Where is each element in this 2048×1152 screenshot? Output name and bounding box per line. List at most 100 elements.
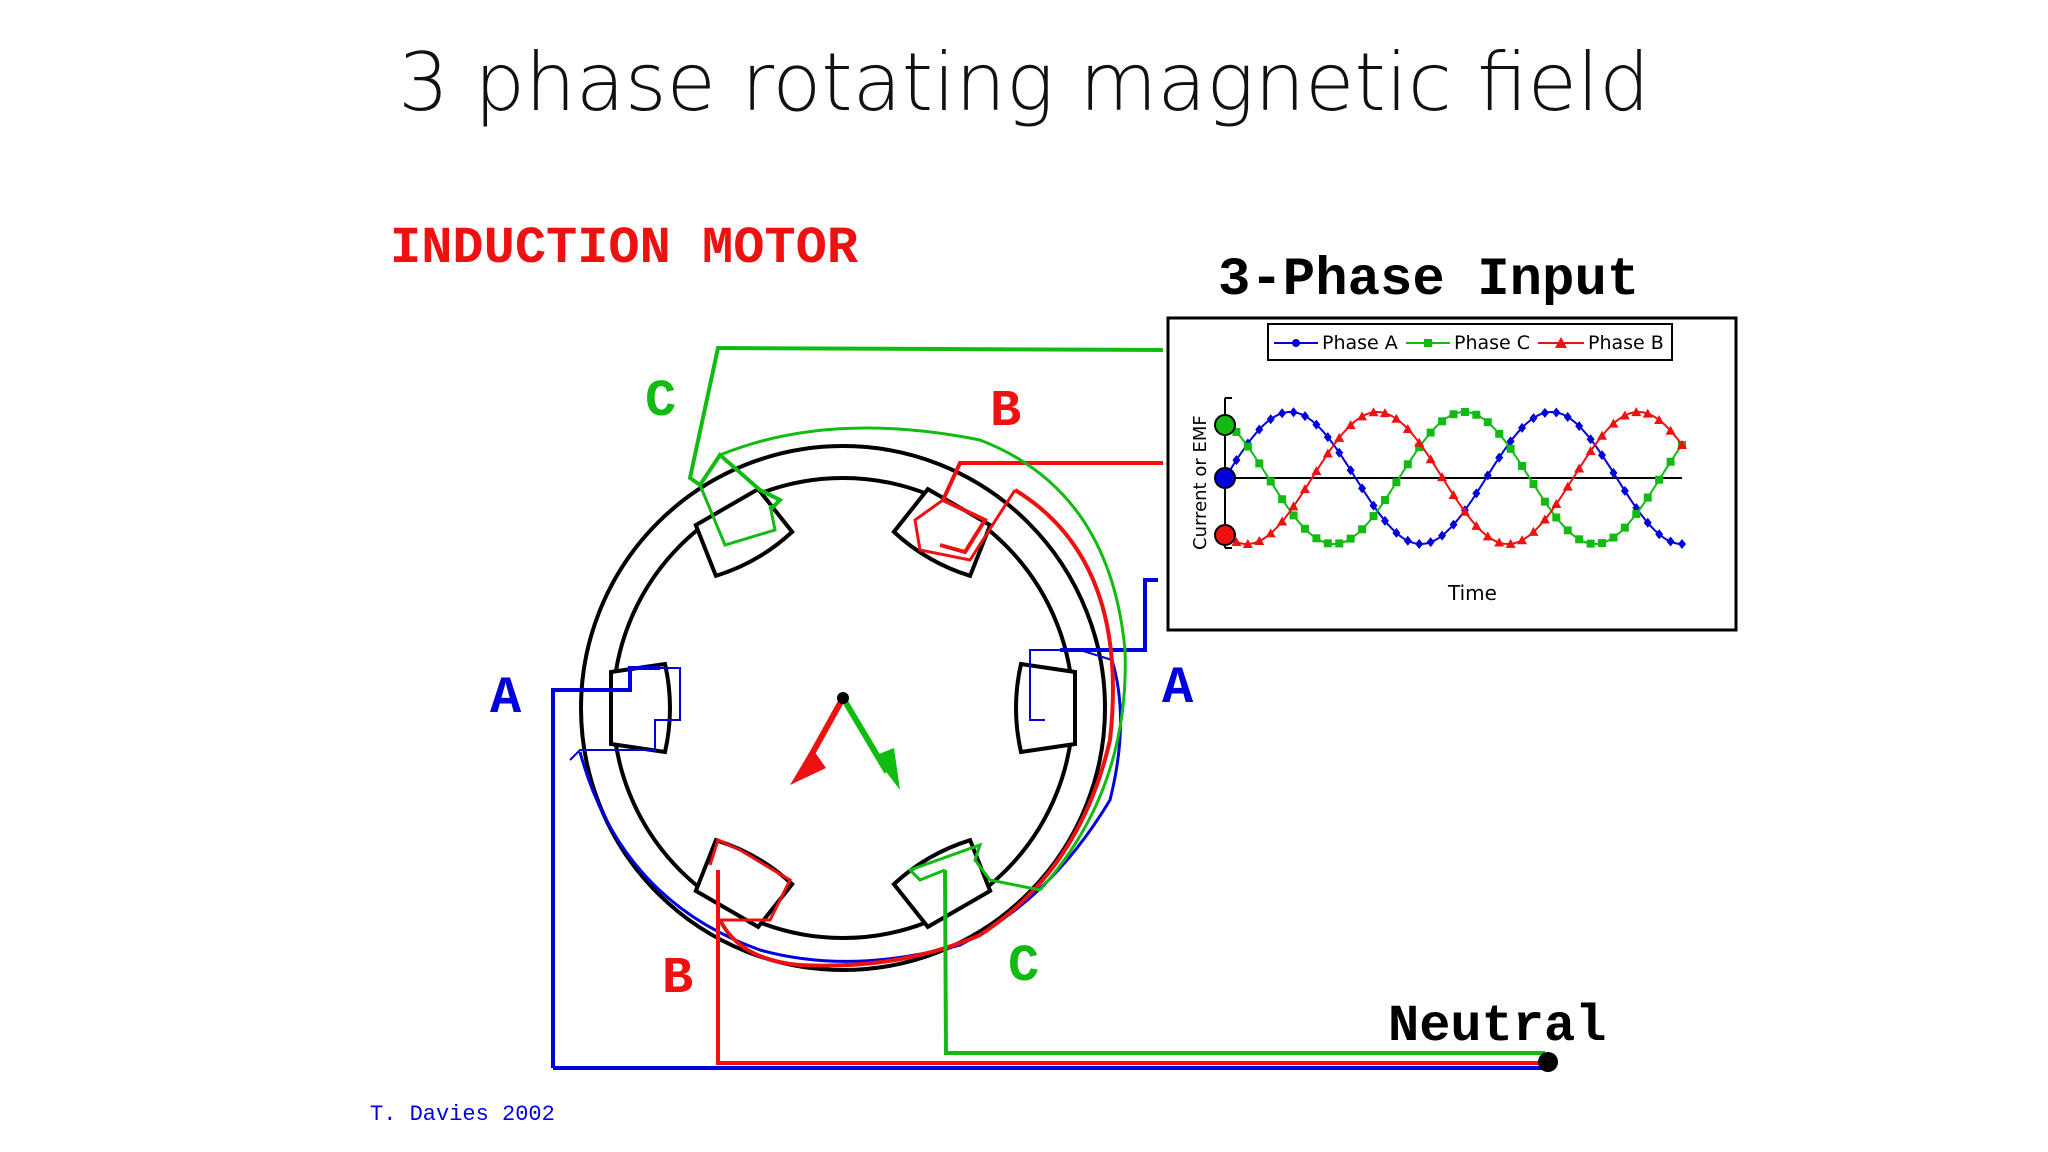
phase-c-marker (1529, 480, 1538, 489)
stator-pole (891, 837, 993, 930)
phase-a-marker (1255, 424, 1264, 435)
phase-c-marker (1609, 533, 1618, 542)
stator-pole (891, 486, 993, 579)
phase-a-marker (1609, 467, 1618, 478)
phase-b-coil-bottom (708, 837, 792, 922)
phase-a-marker (1552, 407, 1561, 418)
credit: T. Davies 2002 (370, 1102, 555, 1127)
phase-a-marker (1346, 465, 1355, 476)
phase-b-marker (1482, 531, 1493, 541)
phase-c-marker (1426, 428, 1435, 437)
phase-a-marker (1369, 500, 1378, 511)
phase-c-marker (1460, 408, 1469, 417)
phase-c-marker (1278, 495, 1287, 504)
phase-a-marker (1300, 411, 1309, 422)
phase-b-marker (1288, 501, 1299, 511)
legend-marker-a (1292, 339, 1300, 347)
phase-a-marker (1266, 414, 1275, 425)
phase-a-wiring (551, 578, 1545, 1070)
slide-title: 3 phase rotating magnetic field (398, 36, 1650, 129)
phase-c-marker (1586, 539, 1595, 548)
phase-b-marker (1677, 440, 1687, 449)
phase-b-marker (1265, 528, 1276, 538)
phase-a-marker (1289, 407, 1298, 418)
phase-c-marker (1438, 417, 1447, 426)
phase-a-marker (1403, 535, 1412, 546)
phase-c-marker (1312, 534, 1321, 543)
phase-c-marker (1655, 475, 1664, 484)
phase-c-marker (1358, 525, 1367, 534)
phase-c-marker (1620, 523, 1629, 532)
legend-marker-b (1555, 337, 1567, 348)
phase-b-marker (1471, 520, 1482, 530)
inset-ylabel: Current or EMF (1190, 415, 1211, 550)
phase-a-marker (1586, 434, 1595, 445)
phase-b-marker (1597, 430, 1608, 440)
phase-b-marker (1357, 411, 1368, 421)
phase-c-marker (1472, 410, 1481, 419)
stator-pole (1014, 661, 1077, 755)
label-c-bottom: C (1008, 937, 1039, 996)
phase-a-marker (1278, 408, 1287, 419)
phase-c-marker (1518, 461, 1527, 470)
diagram-heading: INDUCTION MOTOR (390, 219, 859, 278)
phase-a-marker (1643, 517, 1652, 528)
phase-a-marker (1529, 413, 1538, 424)
phase-b-coil-top (913, 489, 1017, 562)
inset-waveforms (1224, 407, 1687, 549)
phase-a-marker (1335, 447, 1344, 458)
phase-b-marker (1665, 425, 1676, 435)
legend-marker-c (1424, 339, 1432, 347)
phase-b-marker (1551, 499, 1562, 509)
phase-a-marker (1472, 488, 1481, 499)
phase-b-marker (1379, 408, 1390, 418)
phase-a-marker (1483, 470, 1492, 481)
phase-a-marker (1506, 436, 1515, 447)
phase-b-marker (1574, 463, 1585, 473)
phase-b-marker (1242, 538, 1253, 548)
phase-a-marker (1495, 452, 1504, 463)
phase-a-marker (1358, 483, 1367, 494)
inset-legend: Phase A Phase C Phase B (1267, 323, 1673, 361)
phase-c-marker (1380, 496, 1389, 505)
phase-c-marker (1255, 459, 1264, 468)
phase-c-marker (1598, 539, 1607, 548)
phase-b-marker (1437, 472, 1448, 482)
phase-b-top-lead (939, 461, 1163, 555)
start-dot-b (1214, 524, 1236, 546)
phase-c-marker (1552, 513, 1561, 522)
neutral-point (1538, 1052, 1558, 1072)
phase-c-coil-bottom (907, 842, 1041, 892)
phase-a-marker (1392, 527, 1401, 538)
phase-c-marker (1300, 524, 1309, 533)
phase-a-marker (1678, 539, 1686, 549)
legend-item-b: Phase B (1588, 332, 1664, 354)
inset-xlabel: Time (1447, 581, 1497, 605)
phase-b-marker (1231, 536, 1242, 546)
phase-c-marker (1506, 444, 1515, 453)
phase-b-marker (1368, 407, 1379, 417)
phase-c-feed (943, 869, 1545, 1055)
field-arrow-c-head (874, 748, 900, 790)
inset-heading: 3-Phase Input (1218, 250, 1639, 311)
phase-b-marker (1277, 516, 1288, 526)
phase-a-marker (1438, 530, 1447, 541)
stator-inner-ring (611, 476, 1075, 940)
phase-a-marker (1598, 450, 1607, 461)
phase-b-marker (1494, 537, 1505, 547)
stator-pole (693, 486, 795, 579)
stator-pole (609, 661, 672, 755)
phase-c-marker (1449, 410, 1458, 419)
phase-a-marker (1380, 515, 1389, 526)
phase-b-marker (1345, 420, 1356, 430)
phase-b-marker (1425, 454, 1436, 464)
phase-a-marker (1426, 537, 1435, 548)
phase-b-marker (1539, 514, 1550, 524)
phase-c-top-lead (687, 345, 1164, 512)
phase-c-marker (1392, 478, 1401, 487)
phase-c-marker (1403, 460, 1412, 469)
phase-c-return-arc (719, 426, 1127, 892)
neutral-label: Neutral (1388, 997, 1606, 1056)
